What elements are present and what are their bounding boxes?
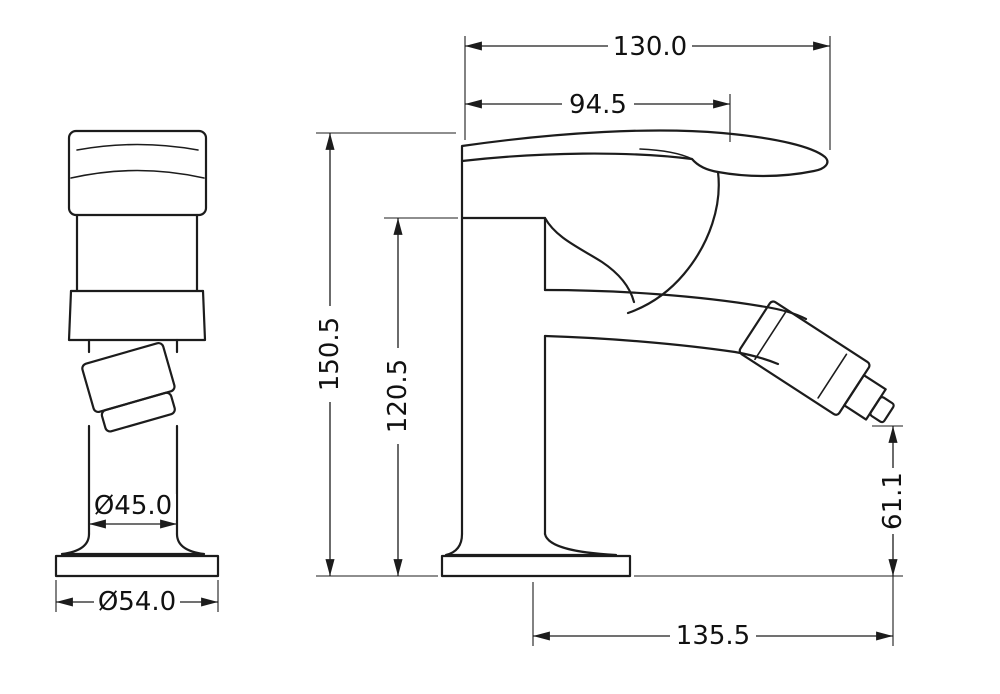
dim-label-mask: [878, 468, 906, 534]
front-handle-cap: [67, 129, 208, 217]
sprayer-nozzle: [869, 396, 895, 424]
dim-label-mask: [94, 586, 180, 612]
side-base-flare: [444, 532, 618, 557]
dim-extension-lines: [464, 36, 831, 150]
dim-overall-width: 130.0: [464, 32, 831, 150]
dim-label-mask: [670, 620, 756, 646]
dim-label-mask: [92, 494, 176, 520]
dim-label-mask: [562, 91, 634, 116]
dim-sprayer-tip-height: 61.1: [634, 425, 908, 577]
dim-front-column-diameter: Ø45.0: [89, 491, 177, 529]
dim-column-diameter-label: Ø45.0: [94, 491, 172, 521]
side-base-slab: [440, 554, 632, 578]
dim-overall-width-label: 130.0: [613, 32, 687, 62]
dim-overall-height: 150.5: [314, 132, 456, 577]
dim-front-base-diameter: Ø54.0: [55, 580, 219, 617]
front-handle-lever-seam-top: [76, 143, 199, 151]
side-neck-inner-curve: [543, 216, 636, 304]
dim-label-mask: [608, 32, 692, 58]
dim-extension-lines: [316, 132, 456, 577]
sprayer-ring-line-2: [817, 353, 848, 399]
dim-overall-height-label: 150.5: [315, 317, 345, 391]
dim-body-height-label: 120.5: [383, 359, 413, 433]
front-spout-housing: [67, 289, 207, 342]
dim-spout-width-label: 94.5: [569, 90, 627, 120]
side-arm-top: [543, 288, 808, 321]
dim-extension-lines: [55, 580, 219, 612]
dim-body-height: 120.5: [382, 217, 458, 576]
dim-spout-width: 94.5: [465, 90, 731, 142]
side-spout-head: [460, 129, 829, 178]
front-base-flare: [60, 532, 206, 556]
front-column: [87, 338, 179, 536]
dim-base-diameter-label: Ø54.0: [98, 587, 176, 617]
front-handle-lever-seam-bottom: [70, 169, 205, 179]
sprayer-ring-line: [754, 311, 787, 361]
dim-base-to-sprayer-reach-label: 135.5: [676, 621, 750, 651]
dim-base-to-sprayer-reach: 135.5: [532, 576, 894, 651]
side-sprayer-head: [738, 300, 895, 424]
dim-extension-lines: [634, 425, 903, 577]
side-view: 130.0 94.5 150.5 120.5 61.1: [314, 32, 908, 651]
front-body: [69, 213, 205, 293]
dim-sprayer-tip-height-label: 61.1: [878, 472, 908, 530]
front-view: Ø45.0 Ø54.0: [54, 129, 220, 617]
front-nozzle: [81, 341, 176, 433]
dim-label-mask: [382, 348, 412, 444]
front-nozzle-aerator: [100, 391, 176, 433]
side-lever-seam: [639, 148, 693, 160]
front-base-slab: [54, 554, 220, 578]
side-neck-outer-curve: [626, 170, 720, 315]
side-arm-bottom: [543, 334, 780, 366]
side-column: [460, 159, 547, 536]
dim-label-mask: [314, 306, 344, 402]
